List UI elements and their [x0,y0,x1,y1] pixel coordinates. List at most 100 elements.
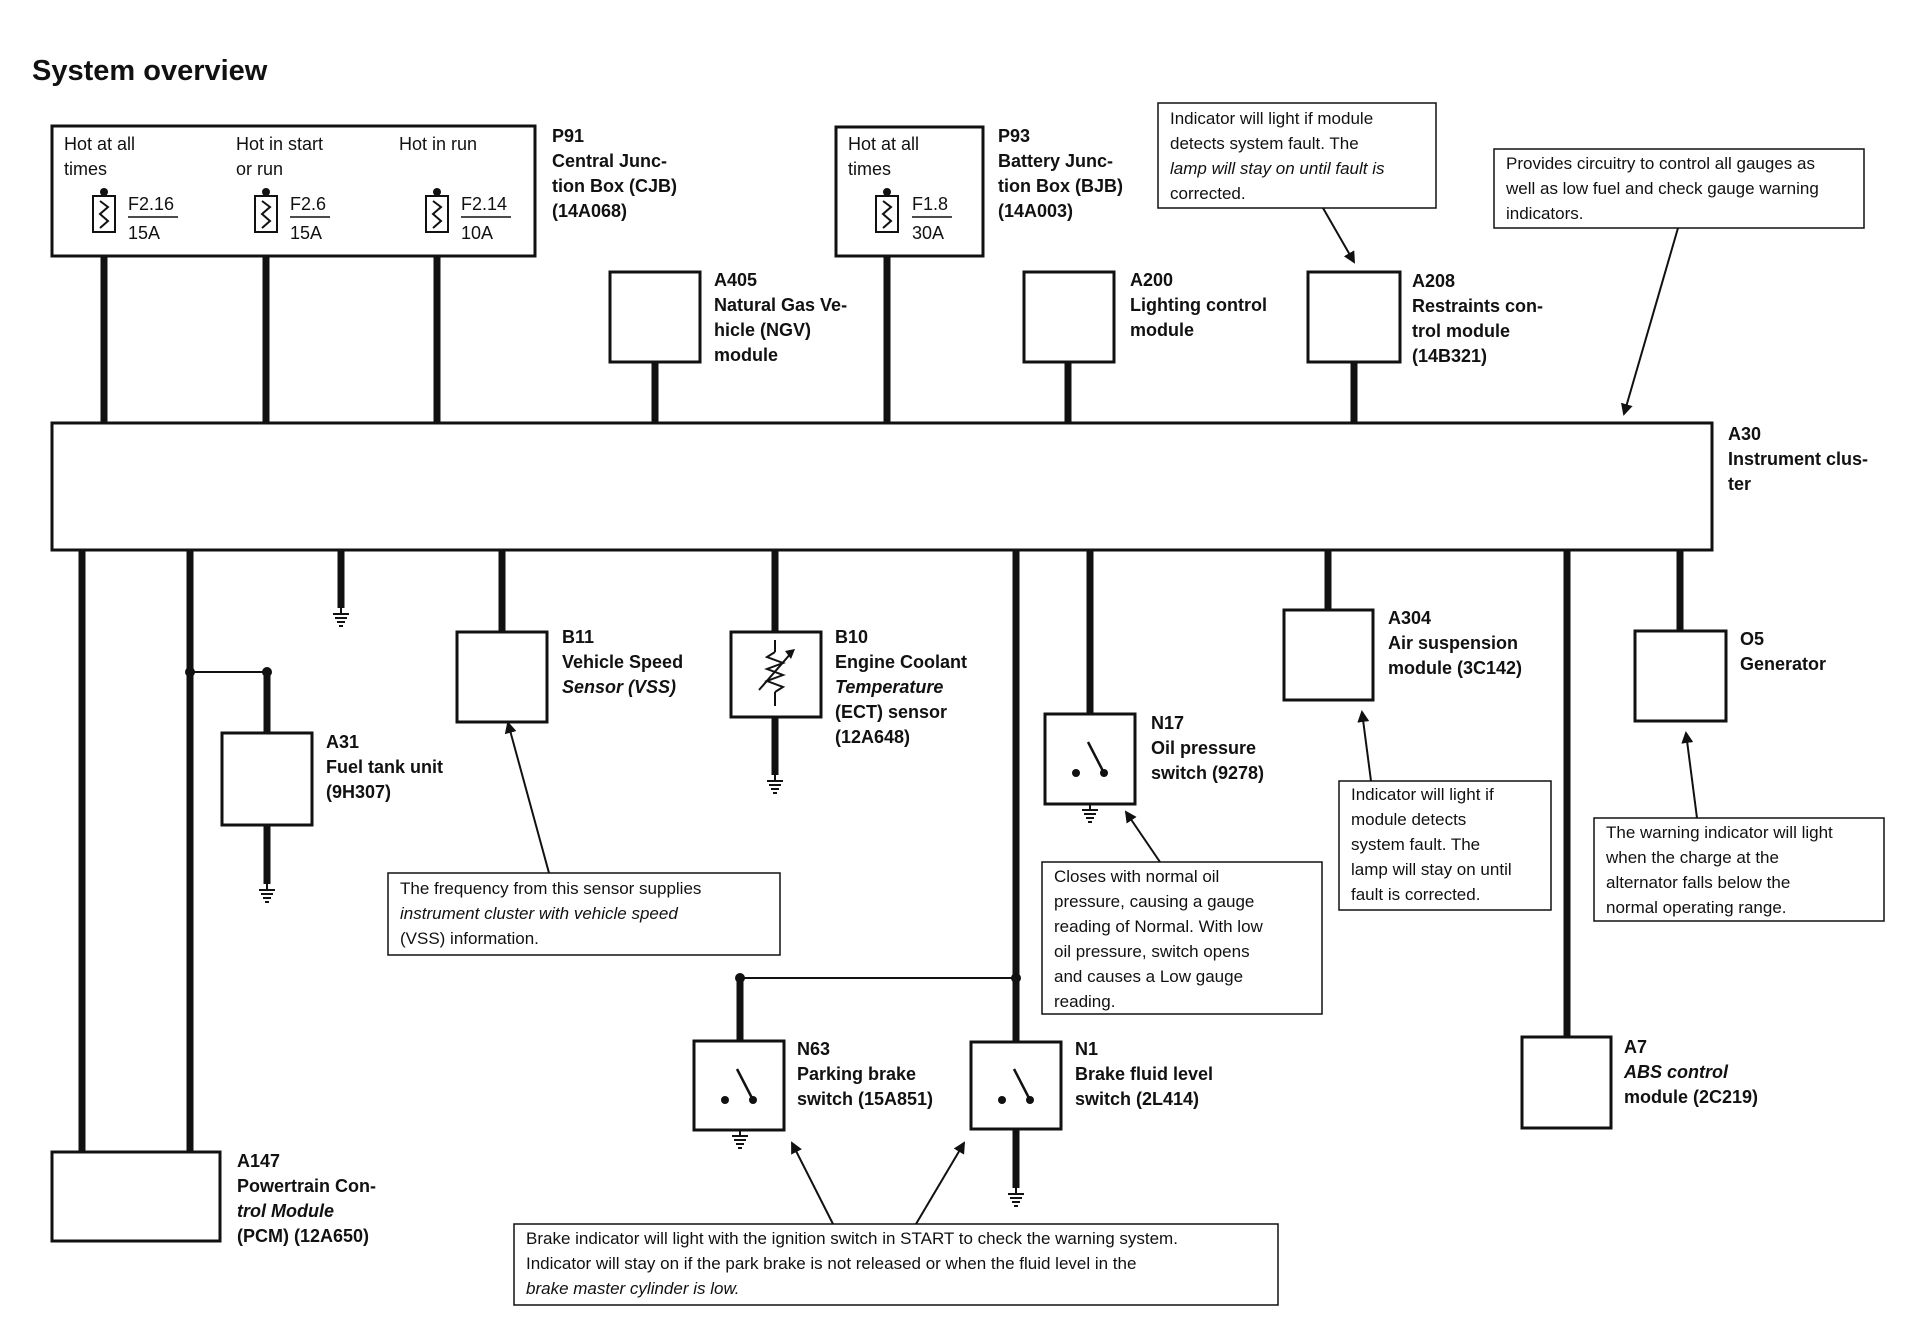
svg-text:brake master cylinder is low.: brake master cylinder is low. [526,1279,740,1298]
svg-text:(ECT) sensor: (ECT) sensor [835,702,947,722]
switch-icon [998,1068,1034,1104]
arrow [504,721,550,874]
svg-text:detects system fault. The: detects system fault. The [1170,134,1359,153]
svg-text:Lighting control: Lighting control [1130,295,1267,315]
svg-text:fault is corrected.: fault is corrected. [1351,885,1480,904]
fuse-rating: 30A [912,223,944,243]
oil-pressure-switch [1043,712,1137,806]
svg-text:A405: A405 [714,270,757,290]
svg-text:and causes a Low gauge: and causes a Low gauge [1054,967,1243,986]
restraints-control-module-box [1306,270,1402,364]
svg-text:P91: P91 [552,126,584,146]
a147-label: A147 Powertrain Con- trol Module (PCM) (… [237,1151,376,1246]
svg-text:lamp will stay on until fault: lamp will stay on until fault is [1170,159,1385,178]
svg-text:reading.: reading. [1054,992,1115,1011]
arrow [915,1141,966,1225]
arrow [1621,227,1679,416]
note-gauges: Provides circuitry to control all gauges… [1493,148,1865,229]
svg-text:A7: A7 [1624,1037,1647,1057]
svg-text:A208: A208 [1412,271,1455,291]
svg-text:A200: A200 [1130,270,1173,290]
vehicle-speed-sensor-box [455,630,549,724]
svg-text:module: module [714,345,778,365]
svg-text:B10: B10 [835,627,868,647]
svg-text:The frequency from this sensor: The frequency from this sensor supplies [400,879,701,898]
note-oil: Closes with normal oil pressure, causing… [1041,861,1323,1015]
svg-text:A147: A147 [237,1151,280,1171]
note-air-suspension: Indicator will light if module detects s… [1338,780,1552,911]
svg-text:lamp will stay on until: lamp will stay on until [1351,860,1512,879]
arrows [504,207,1698,1225]
svg-text:indicators.: indicators. [1506,204,1583,223]
fuse-header: Hot at all [64,134,135,154]
svg-text:switch (2L414): switch (2L414) [1075,1089,1199,1109]
ngv-module-box [608,270,702,364]
a304-label: A304 Air suspension module (3C142) [1388,608,1522,678]
instrument-cluster-box [50,421,1714,552]
central-junction-box: Hot at all times Hot in start or run Hot… [50,124,537,258]
svg-text:pressure, causing a gauge: pressure, causing a gauge [1054,892,1254,911]
svg-text:trol module: trol module [1412,321,1510,341]
b11-label: B11 Vehicle Speed Sensor (VSS) [562,627,683,697]
n63-label: N63 Parking brake switch (15A851) [797,1039,933,1109]
fuse-name: F1.8 [912,194,948,214]
svg-text:Vehicle Speed: Vehicle Speed [562,652,683,672]
svg-text:P93: P93 [998,126,1030,146]
fuse-name: F2.14 [461,194,507,214]
svg-text:well as low fuel and check gau: well as low fuel and check gauge warning [1505,179,1819,198]
svg-text:Powertrain Con-: Powertrain Con- [237,1176,376,1196]
wiring [78,256,1684,1207]
svg-text:Brake fluid level: Brake fluid level [1075,1064,1213,1084]
a31-label: A31 Fuel tank unit (9H307) [326,732,443,802]
svg-text:Temperature: Temperature [835,677,943,697]
parking-brake-switch [692,1039,786,1132]
thermistor-icon [758,640,795,706]
svg-text:The warning indicator will lig: The warning indicator will light [1606,823,1833,842]
svg-text:B11: B11 [562,627,594,647]
svg-text:normal operating range.: normal operating range. [1606,898,1787,917]
page-title: System overview [32,55,268,87]
n1-label: N1 Brake fluid level switch (2L414) [1075,1039,1213,1109]
svg-text:module: module [1130,320,1194,340]
fuse-header: Hot in run [399,134,477,154]
brake-fluid-level-switch [969,1040,1063,1131]
fuse-header: times [848,159,891,179]
svg-text:ABS control: ABS control [1623,1062,1729,1082]
abs-control-module-box [1520,1035,1613,1130]
arrow [791,1141,834,1225]
svg-text:ter: ter [1728,474,1751,494]
svg-text:Brake indicator will light wit: Brake indicator will light with the igni… [526,1229,1178,1248]
fuse-icon [875,188,899,233]
svg-text:module (2C219): module (2C219) [1624,1087,1758,1107]
air-suspension-module-box [1282,608,1375,702]
svg-text:Indicator will light if: Indicator will light if [1351,785,1494,804]
a7-label: A7 ABS control module (2C219) [1623,1037,1758,1107]
svg-text:Provides circuitry to control: Provides circuitry to control all gauges… [1506,154,1815,173]
fuse-rating: 15A [128,223,160,243]
switch-icon [721,1068,757,1104]
a405-label: A405 Natural Gas Ve- hicle (NGV) module [714,270,847,365]
o5-label: O5 Generator [1740,629,1826,674]
svg-text:(14A068): (14A068) [552,201,627,221]
svg-text:switch (15A851): switch (15A851) [797,1089,933,1109]
svg-text:oil pressure, switch opens: oil pressure, switch opens [1054,942,1250,961]
n17-label: N17 Oil pressure switch (9278) [1151,713,1264,783]
svg-text:N63: N63 [797,1039,830,1059]
svg-text:Natural Gas Ve-: Natural Gas Ve- [714,295,847,315]
svg-text:tion Box (BJB): tion Box (BJB) [998,176,1123,196]
svg-text:Indicator will stay on if the: Indicator will stay on if the park brake… [526,1254,1136,1273]
fuse-header: or run [236,159,283,179]
svg-text:hicle (NGV): hicle (NGV) [714,320,811,340]
b10-label: B10 Engine Coolant Temperature (ECT) sen… [835,627,967,747]
note-vss: The frequency from this sensor supplies … [387,872,781,956]
svg-text:Restraints con-: Restraints con- [1412,296,1543,316]
svg-text:(14A003): (14A003) [998,201,1073,221]
svg-text:when the charge at the: when the charge at the [1605,848,1779,867]
note-restraints: Indicator will light if module detects s… [1157,102,1437,209]
svg-text:corrected.: corrected. [1170,184,1246,203]
svg-text:Oil pressure: Oil pressure [1151,738,1256,758]
fuse-rating: 10A [461,223,493,243]
svg-text:A304: A304 [1388,608,1431,628]
svg-text:reading of Normal. With low: reading of Normal. With low [1054,917,1264,936]
svg-text:O5: O5 [1740,629,1764,649]
